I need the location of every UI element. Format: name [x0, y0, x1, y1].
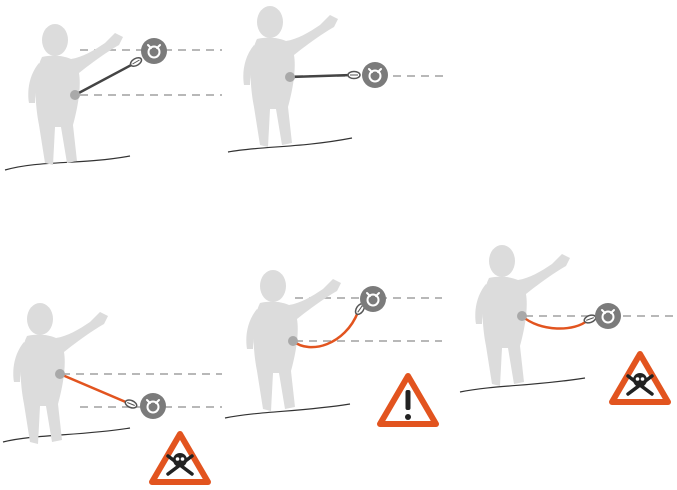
exclamation-icon: [405, 390, 411, 420]
anchor-ring-icon: [361, 61, 389, 89]
waist-attachment-point: [70, 90, 80, 100]
scenario-anchor-at-waist-slack: [459, 245, 675, 402]
anchor-ring-icon: [139, 392, 167, 420]
carabiner-icon: [347, 70, 361, 80]
ground-line: [2, 427, 131, 443]
scenario-anchor-above-waist: [4, 24, 222, 171]
waist-attachment-point: [55, 369, 65, 379]
lanyard: [59, 372, 129, 405]
ground-line: [227, 137, 353, 153]
lanyard: [521, 315, 589, 330]
scenario-anchor-below-waist: [2, 303, 222, 482]
lanyard: [292, 311, 360, 349]
caution-warning-sign: [380, 376, 436, 424]
anchor-ring-icon: [140, 37, 168, 65]
lanyard: [289, 73, 353, 79]
scenario-anchor-at-waist: [227, 6, 444, 153]
scenario-anchor-above-slack: [224, 270, 442, 424]
carabiner-icon: [128, 55, 144, 69]
ground-line: [224, 403, 351, 419]
ground-line: [459, 377, 586, 393]
waist-attachment-point: [288, 336, 298, 346]
skull-crossbones-icon: [166, 453, 194, 476]
ground-line: [4, 155, 131, 171]
waist-attachment-point: [517, 311, 527, 321]
waist-attachment-point: [285, 72, 295, 82]
anchor-ring-icon: [594, 302, 622, 330]
danger-warning-sign: [612, 354, 668, 402]
lanyard: [74, 61, 136, 97]
anchor-ring-icon: [359, 285, 387, 313]
carabiner-icon: [123, 397, 139, 411]
danger-warning-sign: [152, 434, 208, 482]
skull-crossbones-icon: [626, 373, 654, 396]
